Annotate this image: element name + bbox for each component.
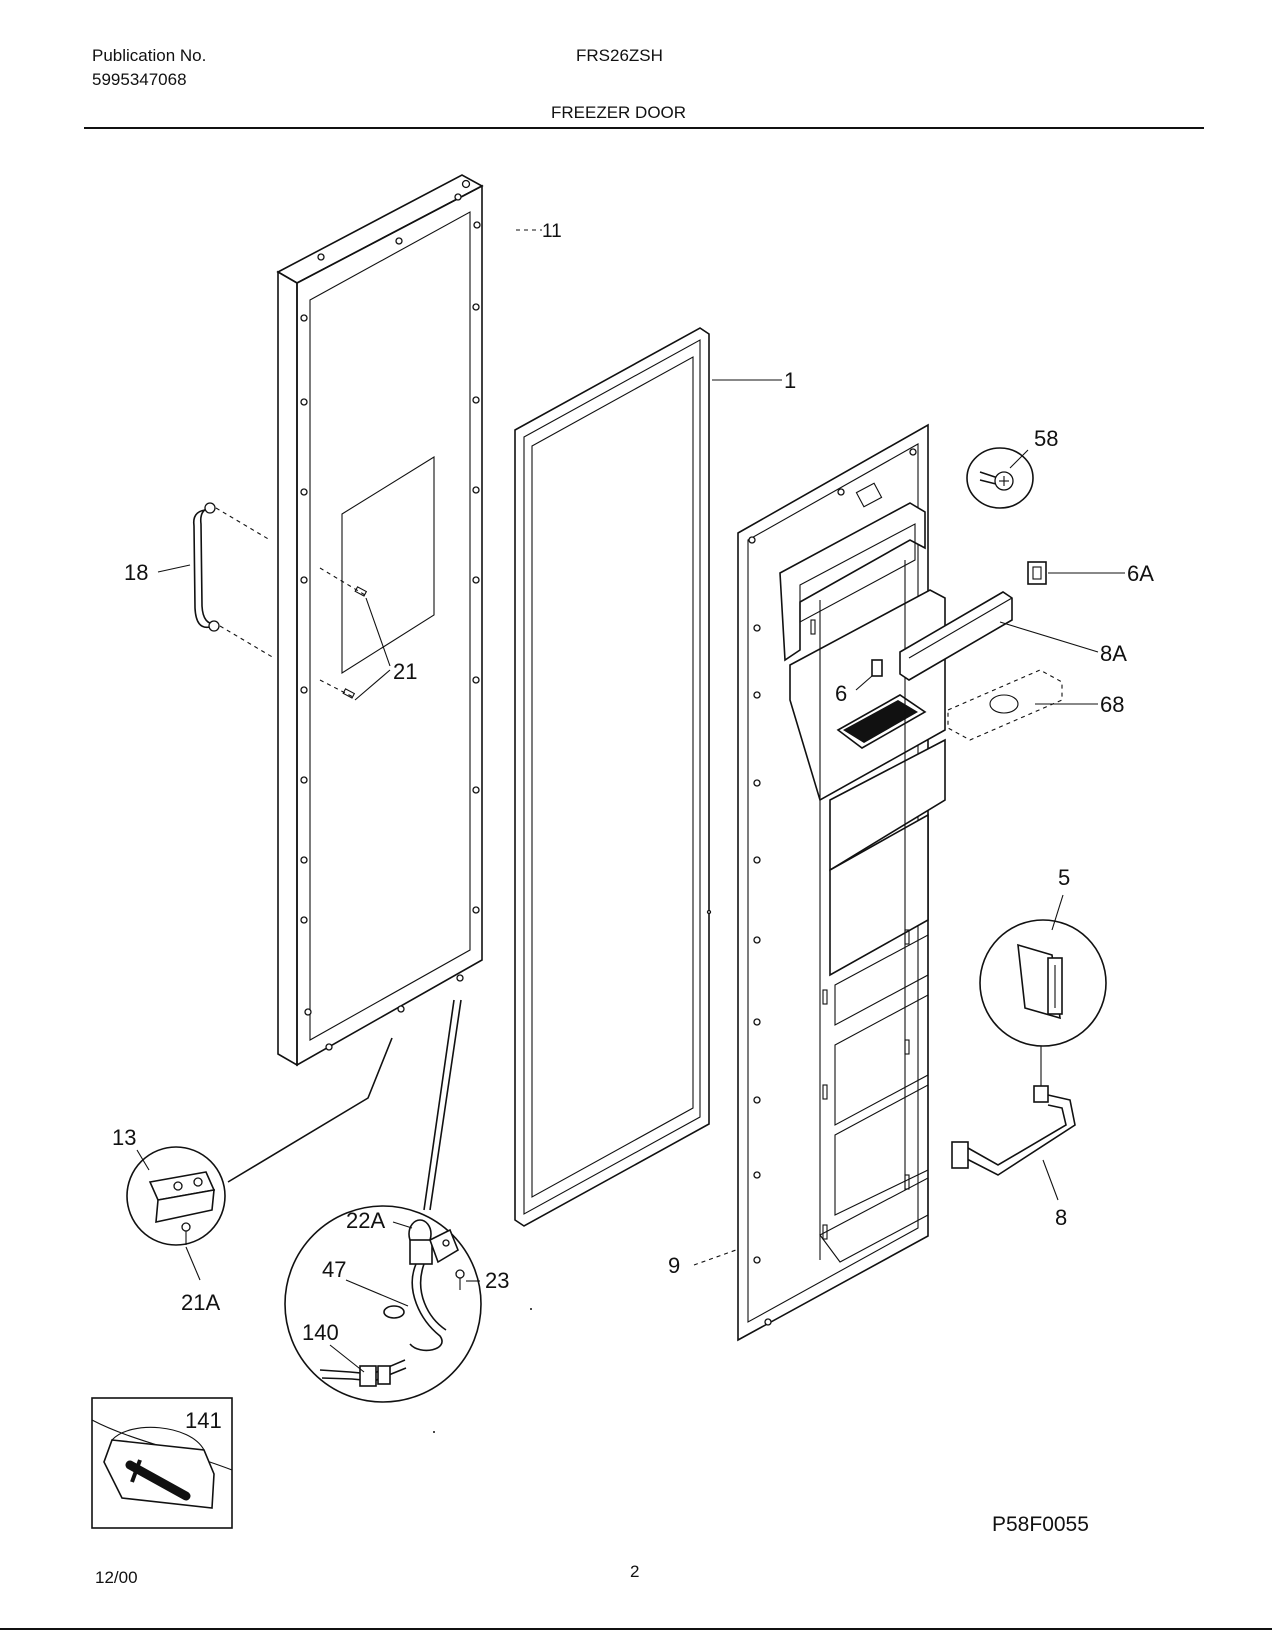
part-8a <box>899 591 1013 681</box>
footer-rule <box>0 1628 1272 1630</box>
callout-22a: 22A <box>346 1208 385 1233</box>
callout-18: 18 <box>124 560 148 585</box>
section-title: FREEZER DOOR <box>551 103 687 122</box>
screw-58 <box>966 447 1034 509</box>
figure-code: P58F0055 <box>992 1513 1089 1536</box>
part-68 <box>947 669 1063 741</box>
callout-47: 47 <box>322 1257 346 1282</box>
callout-1: 1 <box>784 368 796 393</box>
callout-8: 8 <box>1055 1205 1067 1230</box>
callout-23: 23 <box>485 1268 509 1293</box>
callout-11: 11 <box>542 221 562 242</box>
publication-label: Publication No. <box>92 46 207 65</box>
callout-8a: 8A <box>1100 641 1127 666</box>
inner-door-liner <box>706 423 946 1342</box>
callout-68: 68 <box>1100 692 1124 717</box>
door-gasket <box>514 327 710 1227</box>
callout-6: 6 <box>835 681 847 706</box>
callout-140: 140 <box>302 1320 339 1345</box>
callout-6a: 6A <box>1127 561 1154 586</box>
callout-5: 5 <box>1058 865 1070 890</box>
part-6a <box>1027 561 1047 585</box>
callout-58: 58 <box>1034 426 1058 451</box>
wire-harness-8 <box>951 1046 1076 1176</box>
callout-9: 9 <box>668 1253 680 1278</box>
footer-date: 12/00 <box>95 1568 138 1587</box>
callout-21: 21 <box>393 659 417 684</box>
part-5 <box>979 919 1107 1047</box>
model-number: FRS26ZSH <box>576 46 663 65</box>
header-rule <box>84 127 1204 129</box>
callout-21a: 21A <box>181 1290 220 1315</box>
part-141-inset <box>91 1397 233 1529</box>
outer-door-panel <box>276 174 484 1067</box>
callout-141: 141 <box>185 1408 222 1433</box>
door-handle <box>192 502 275 659</box>
part-13 <box>126 1146 226 1246</box>
publication-number: 5995347068 <box>92 70 187 89</box>
handle-screws <box>319 567 391 701</box>
callout-13: 13 <box>112 1125 136 1150</box>
part-6 <box>871 659 883 677</box>
switch-wiring-detail <box>284 1205 482 1403</box>
page-number: 2 <box>630 1562 640 1581</box>
